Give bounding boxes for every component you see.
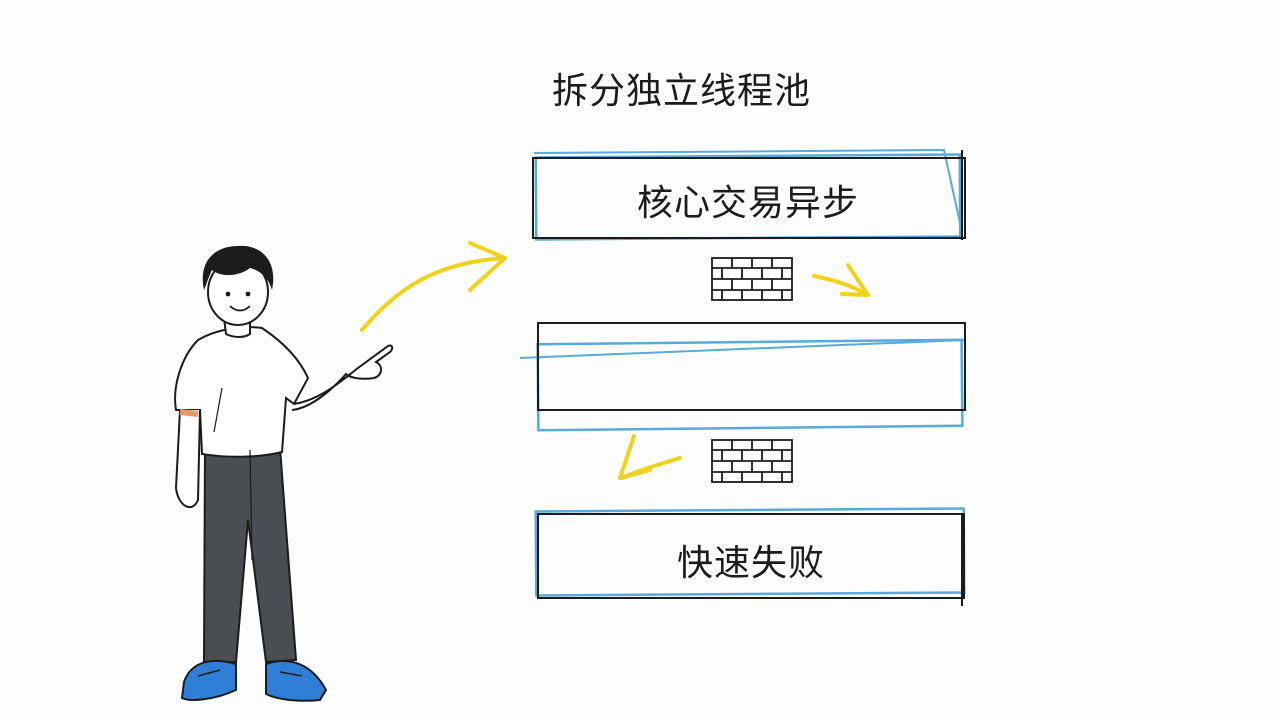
curved-arrow-icon bbox=[360, 241, 507, 332]
brick-wall-icon bbox=[711, 439, 793, 483]
box-core-trade-async bbox=[532, 148, 966, 241]
box-label-fast-fail: 快速失败 bbox=[676, 543, 825, 584]
small-arrow-down-right-icon bbox=[812, 263, 870, 297]
diagram-title: 拆分独立线程池 bbox=[552, 71, 812, 112]
person-pointing-illustration bbox=[174, 245, 394, 702]
small-arrow-down-left-icon bbox=[618, 434, 682, 480]
box-fast-fail bbox=[534, 507, 966, 606]
box-middle-empty bbox=[519, 322, 966, 432]
box-label-core-trade-async: 核心交易异步 bbox=[636, 183, 859, 224]
brick-wall-icon bbox=[711, 257, 793, 301]
